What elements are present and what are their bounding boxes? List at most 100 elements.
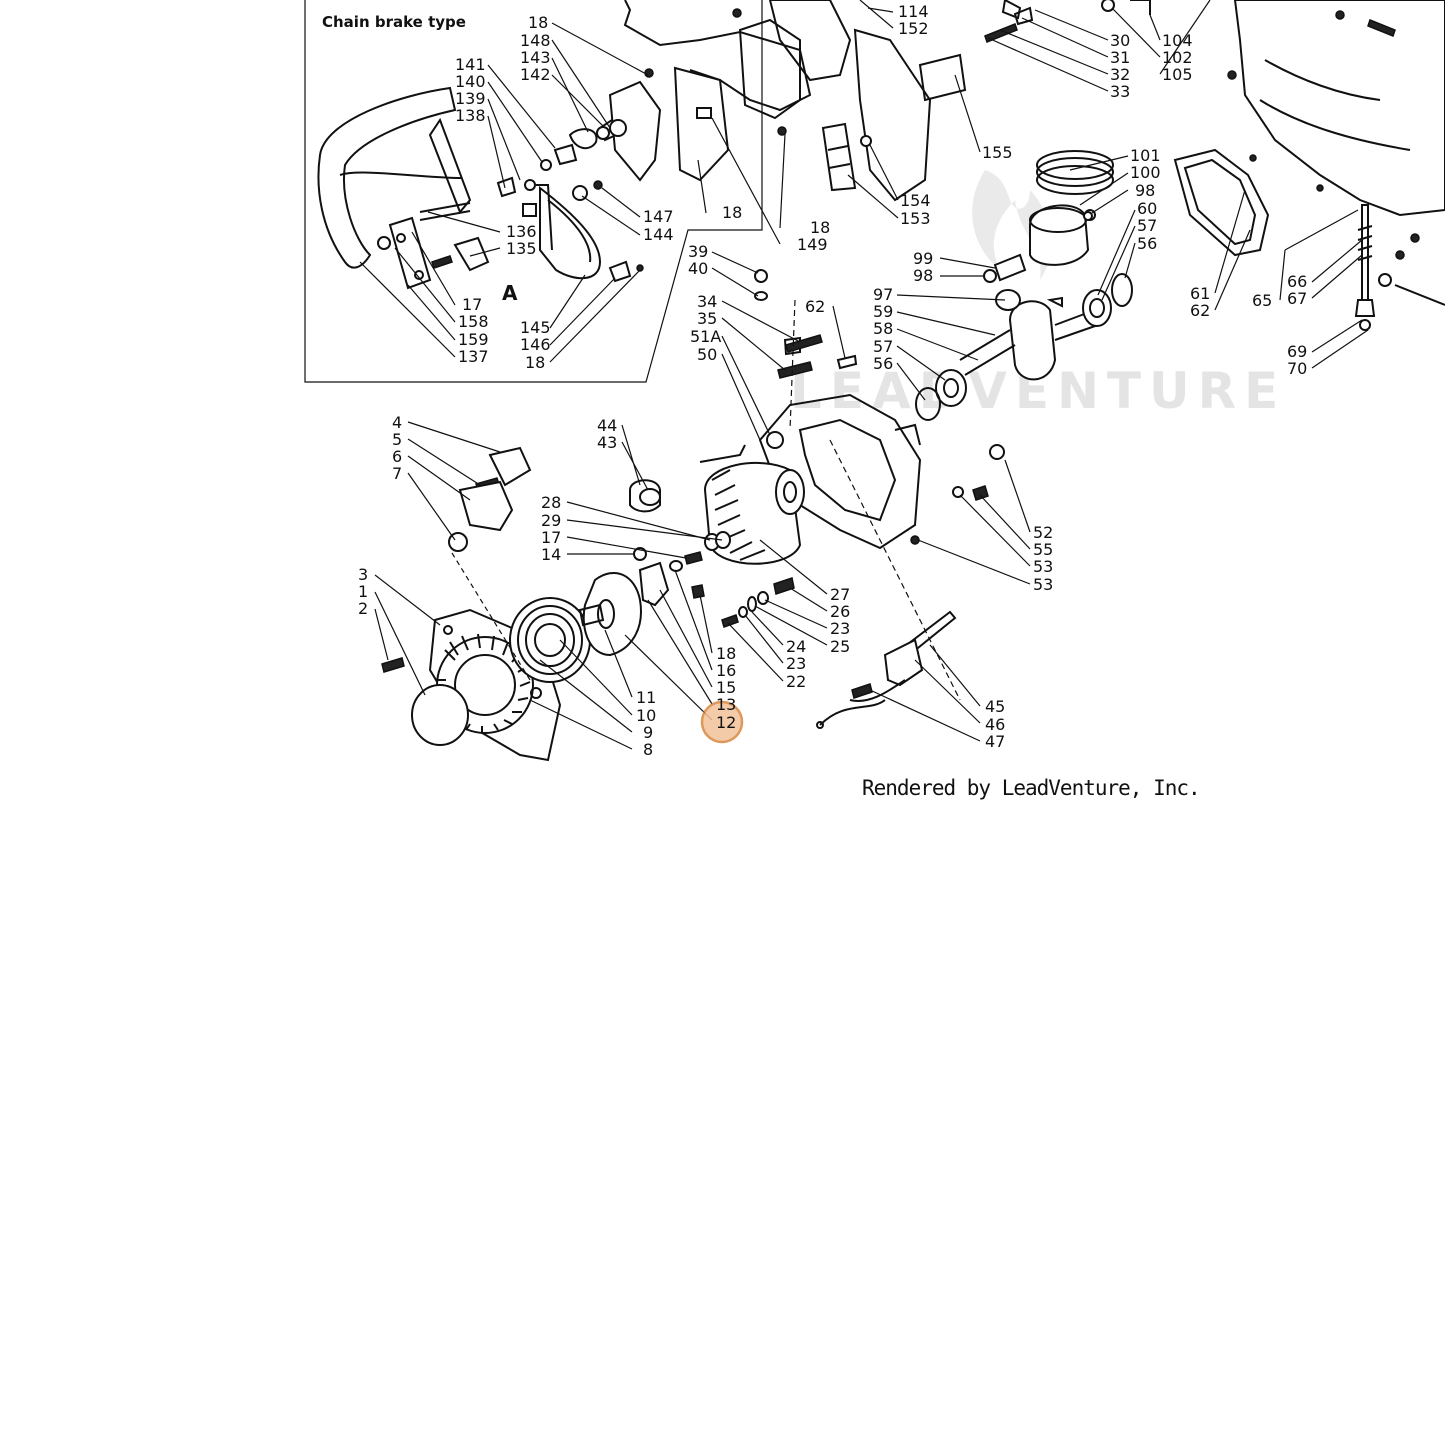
callout-31[interactable]: 31 [1110, 48, 1130, 67]
callout-46[interactable]: 46 [985, 715, 1005, 734]
callout-61[interactable]: 61 [1190, 284, 1210, 303]
callout-56-top[interactable]: 56 [1137, 234, 1157, 253]
callout-159[interactable]: 159 [458, 330, 489, 349]
callout-2[interactable]: 2 [358, 599, 368, 618]
callout-3[interactable]: 3 [358, 565, 368, 584]
callout-97[interactable]: 97 [873, 285, 893, 304]
callout-66[interactable]: 66 [1287, 272, 1307, 291]
callout-32[interactable]: 32 [1110, 65, 1130, 84]
callout-69[interactable]: 69 [1287, 342, 1307, 361]
callout-55[interactable]: 55 [1033, 540, 1053, 559]
callout-17[interactable]: 17 [541, 528, 561, 547]
callout-51a[interactable]: 51A [690, 327, 721, 346]
pawl-part [638, 561, 670, 607]
callout-5[interactable]: 5 [392, 430, 402, 449]
callout-34[interactable]: 34 [697, 292, 717, 311]
callout-53-lower[interactable]: 53 [1033, 575, 1053, 594]
callout-144[interactable]: 144 [643, 225, 674, 244]
callout-9[interactable]: 9 [643, 723, 653, 742]
callout-11[interactable]: 11 [636, 688, 656, 707]
callout-98-top[interactable]: 98 [1135, 181, 1155, 200]
callout-47[interactable]: 47 [985, 732, 1005, 751]
callout-13[interactable]: 13 [716, 695, 736, 714]
callout-58[interactable]: 58 [873, 319, 893, 338]
callout-154[interactable]: 154 [900, 191, 931, 210]
callout-12[interactable]: 12 [716, 713, 736, 732]
callout-158[interactable]: 158 [458, 312, 489, 331]
callout-14[interactable]: 14 [541, 545, 561, 564]
callout-152[interactable]: 152 [898, 19, 929, 38]
callout-15[interactable]: 15 [716, 678, 736, 697]
callout-147[interactable]: 147 [643, 207, 674, 226]
callout-28[interactable]: 28 [541, 493, 561, 512]
callout-102[interactable]: 102 [1162, 48, 1193, 67]
callout-4[interactable]: 4 [392, 413, 402, 432]
callout-60[interactable]: 60 [1137, 199, 1157, 218]
callout-146[interactable]: 146 [520, 335, 551, 354]
callout-99[interactable]: 99 [913, 249, 933, 268]
callout-137[interactable]: 137 [458, 347, 489, 366]
callout-18-inset[interactable]: 18 [525, 353, 545, 372]
callout-18-plate[interactable]: 18 [722, 203, 742, 222]
callout-8[interactable]: 8 [643, 740, 653, 759]
callout-17-inset[interactable]: 17 [462, 295, 482, 314]
callout-27[interactable]: 27 [830, 585, 850, 604]
callout-40[interactable]: 40 [688, 259, 708, 278]
callout-139[interactable]: 139 [455, 89, 486, 108]
callout-114[interactable]: 114 [898, 2, 929, 21]
callout-53[interactable]: 53 [1033, 557, 1053, 576]
callout-25[interactable]: 25 [830, 637, 850, 656]
callout-141[interactable]: 141 [455, 55, 486, 74]
callout-26[interactable]: 26 [830, 602, 850, 621]
callout-138[interactable]: 138 [455, 106, 486, 125]
callout-136[interactable]: 136 [506, 222, 537, 241]
callout-67[interactable]: 67 [1287, 289, 1307, 308]
callout-10[interactable]: 10 [636, 706, 656, 725]
callout-44[interactable]: 44 [597, 416, 617, 435]
callout-6[interactable]: 6 [392, 447, 402, 466]
callout-142[interactable]: 142 [520, 65, 551, 84]
callout-140[interactable]: 140 [455, 72, 486, 91]
handle-pad-part [488, 446, 532, 487]
callout-23-lower[interactable]: 23 [786, 654, 806, 673]
callout-62-right[interactable]: 62 [1190, 301, 1210, 320]
callout-24[interactable]: 24 [786, 637, 806, 656]
callout-30[interactable]: 30 [1110, 31, 1130, 50]
callout-100[interactable]: 100 [1130, 163, 1161, 182]
callout-98[interactable]: 98 [913, 266, 933, 285]
callout-57[interactable]: 57 [873, 337, 893, 356]
callout-52[interactable]: 52 [1033, 523, 1053, 542]
callout-149[interactable]: 149 [797, 235, 828, 254]
callout-39[interactable]: 39 [688, 242, 708, 261]
callout-18-bar[interactable]: 18 [810, 218, 830, 237]
callout-153[interactable]: 153 [900, 209, 931, 228]
callout-29[interactable]: 29 [541, 511, 561, 530]
callout-143[interactable]: 143 [520, 48, 551, 67]
callout-62[interactable]: 62 [805, 297, 825, 316]
watermark-logo-icon [972, 170, 1051, 280]
callout-135[interactable]: 135 [506, 239, 537, 258]
callout-145[interactable]: 145 [520, 318, 551, 337]
callout-23[interactable]: 23 [830, 619, 850, 638]
callout-56[interactable]: 56 [873, 354, 893, 373]
callout-155[interactable]: 155 [982, 143, 1013, 162]
callout-45[interactable]: 45 [985, 697, 1005, 716]
callout-35[interactable]: 35 [697, 309, 717, 328]
callout-50[interactable]: 50 [697, 345, 717, 364]
callout-65[interactable]: 65 [1252, 291, 1272, 310]
callout-1[interactable]: 1 [358, 582, 368, 601]
callout-43[interactable]: 43 [597, 433, 617, 452]
callout-18[interactable]: 18 [528, 13, 548, 32]
callout-104[interactable]: 104 [1162, 31, 1193, 50]
callout-16[interactable]: 16 [716, 661, 736, 680]
callout-57-top[interactable]: 57 [1137, 216, 1157, 235]
callout-105[interactable]: 105 [1162, 65, 1193, 84]
callout-148[interactable]: 148 [520, 31, 551, 50]
callout-101[interactable]: 101 [1130, 146, 1161, 165]
callout-18-starter[interactable]: 18 [716, 644, 736, 663]
callout-70[interactable]: 70 [1287, 359, 1307, 378]
callout-33[interactable]: 33 [1110, 82, 1130, 101]
callout-59[interactable]: 59 [873, 302, 893, 321]
callout-7[interactable]: 7 [392, 464, 402, 483]
callout-22[interactable]: 22 [786, 672, 806, 691]
